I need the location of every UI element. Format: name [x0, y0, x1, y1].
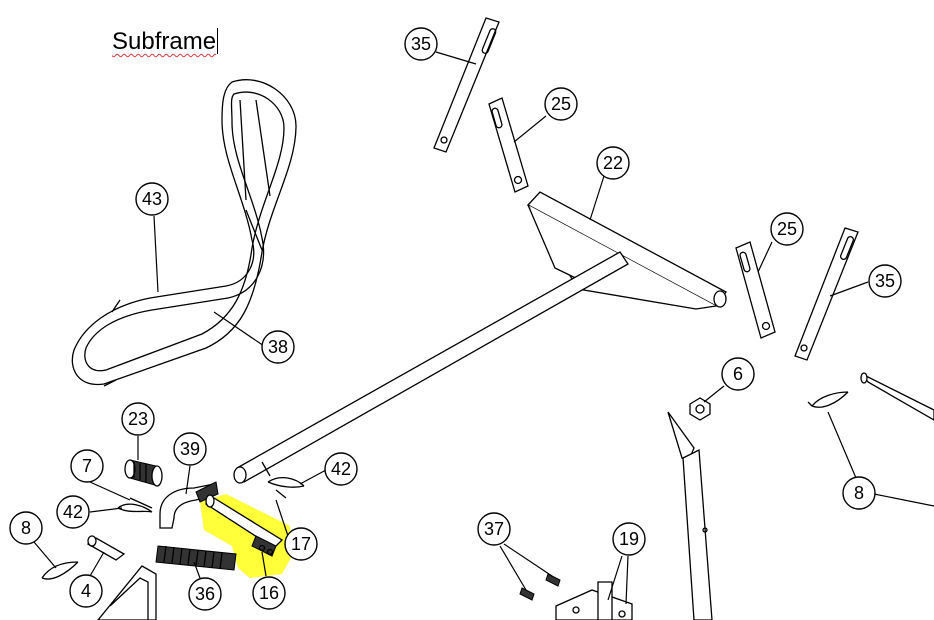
callout-36: 36 — [188, 577, 222, 611]
diagram-title-text: Subframe — [112, 28, 217, 55]
callout-8-right: 8 — [842, 476, 876, 510]
callout-43: 43 — [135, 182, 169, 216]
callout-23: 23 — [121, 402, 155, 436]
pin-part-4 — [88, 536, 124, 560]
diagram-title: Subframe — [112, 28, 219, 56]
text-cursor — [217, 28, 219, 54]
callout-label: 25 — [551, 94, 571, 114]
bracket-part-19 — [556, 582, 632, 620]
callout-label: 37 — [484, 519, 504, 539]
callout-16: 16 — [252, 576, 286, 610]
callout-label: 22 — [603, 153, 623, 173]
callout-label: 39 — [180, 439, 200, 459]
leader-lines — [33, 51, 934, 605]
callout-label: 17 — [291, 534, 311, 554]
callout-35-upper: 35 — [404, 27, 438, 61]
callout-25-upper: 25 — [544, 87, 578, 121]
callout-label: 38 — [268, 337, 288, 357]
callout-label: 35 — [411, 34, 431, 54]
spring-part-36 — [156, 546, 236, 570]
callout-label: 6 — [733, 364, 743, 384]
subframe-tube-part-22 — [234, 192, 726, 483]
callout-25-lower: 25 — [770, 212, 804, 246]
bracket-bottom-left — [98, 566, 156, 620]
callout-label: 8 — [21, 518, 31, 538]
plate-part-25-upper — [489, 98, 528, 192]
bent-bar-part-39 — [160, 482, 218, 528]
bolts-part-37 — [520, 574, 560, 600]
callout-42-right: 42 — [324, 452, 358, 486]
clip-part-8-left — [42, 562, 78, 579]
strap-part-35-upper — [434, 18, 499, 152]
callout-label: 43 — [142, 189, 162, 209]
callout-17: 17 — [284, 527, 318, 561]
callout-label: 35 — [875, 271, 895, 291]
callout-label: 42 — [331, 459, 351, 479]
callout-label: 19 — [619, 529, 639, 549]
callout-38: 38 — [261, 330, 295, 364]
clip-part-42 — [268, 478, 304, 498]
upright-tube — [668, 412, 712, 620]
callout-label: 8 — [854, 483, 864, 503]
pin-part-7 — [118, 498, 152, 512]
shaft-part-16 — [206, 495, 282, 556]
callout-37: 37 — [477, 512, 511, 546]
callout-label: 36 — [195, 584, 215, 604]
grip-part-23 — [125, 460, 162, 486]
nut-part-6 — [690, 398, 710, 420]
callout-19: 19 — [612, 522, 646, 556]
callout-8-left: 8 — [9, 511, 43, 545]
callout-label: 16 — [259, 583, 279, 603]
callout-22: 22 — [596, 146, 630, 180]
callout-label: 4 — [81, 581, 91, 601]
handle-loop-parts-43-38 — [72, 80, 296, 386]
callout-7: 7 — [70, 449, 104, 483]
rod-right — [808, 373, 934, 420]
callout-42-left: 42 — [56, 495, 90, 529]
callout-35-lower: 35 — [868, 264, 902, 298]
callout-39: 39 — [173, 432, 207, 466]
callout-6: 6 — [721, 357, 755, 391]
strap-part-35-lower — [795, 228, 858, 360]
callout-label: 25 — [777, 219, 797, 239]
callout-label: 42 — [63, 502, 83, 522]
callout-4: 4 — [69, 574, 103, 608]
callout-label: 7 — [82, 456, 92, 476]
callout-label: 23 — [128, 409, 148, 429]
plate-part-25-lower — [736, 242, 775, 338]
